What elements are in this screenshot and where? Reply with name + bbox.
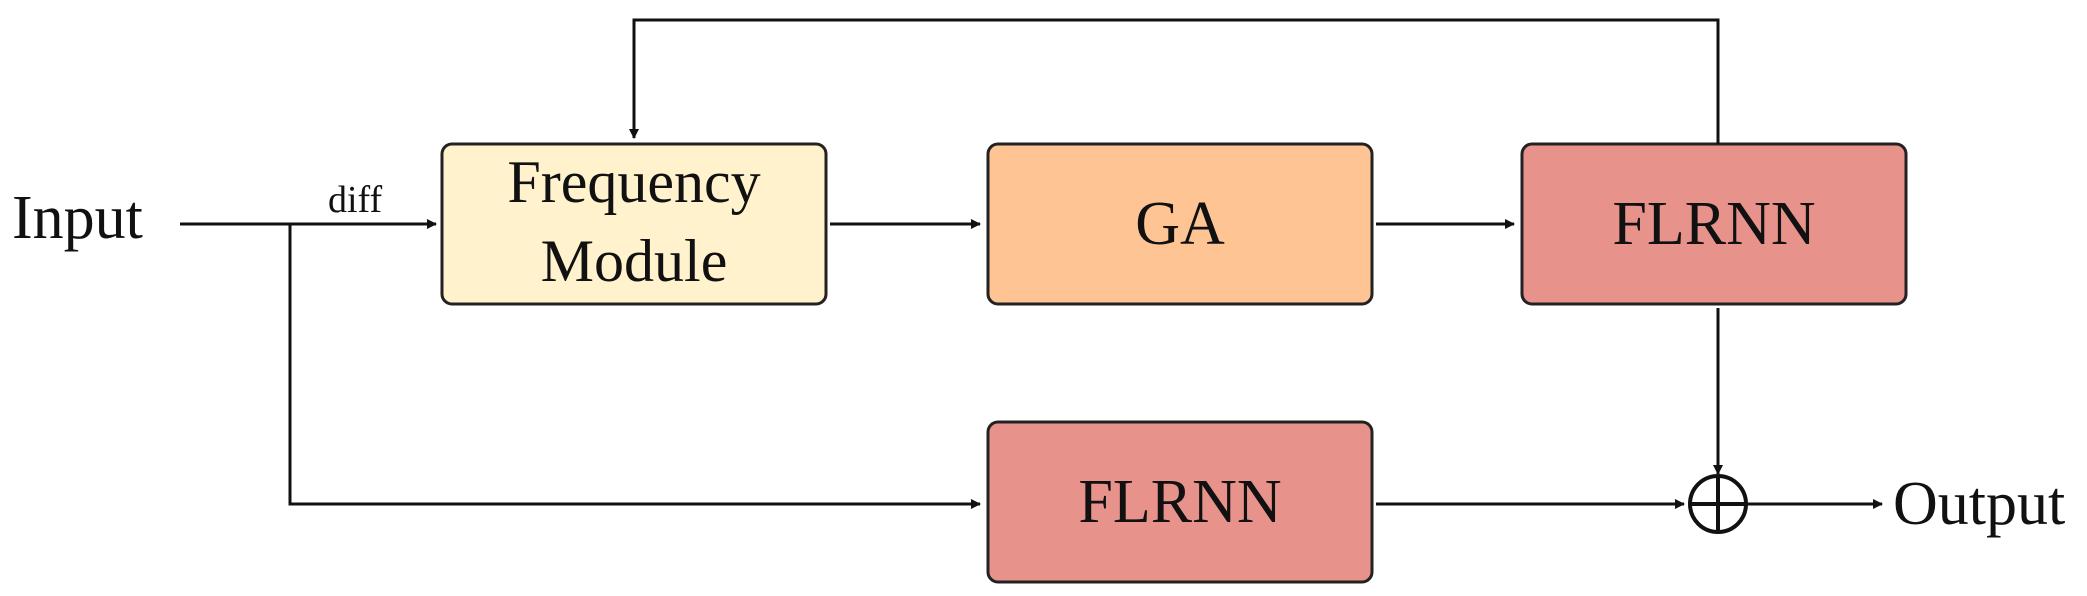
diff-label: diff xyxy=(328,179,383,221)
feedback-arrow-flrnn-to-frequency xyxy=(629,18,1720,144)
output-label: Output xyxy=(1893,470,2065,538)
frequency-module-box xyxy=(440,142,828,306)
frequency-module-label-line2: Module xyxy=(541,228,728,294)
input-label: Input xyxy=(12,184,143,252)
flrnn-top-label: FLRNN xyxy=(1612,190,1815,258)
sum-node-icon xyxy=(1688,474,1748,534)
flrnn-top-box xyxy=(1520,142,1908,306)
frequency-module-label-line1: Frequency xyxy=(507,149,760,215)
ga-box xyxy=(986,142,1374,306)
arrow-input-to-bottom-flrnn xyxy=(288,224,981,509)
flrnn-bottom-label: FLRNN xyxy=(1078,468,1281,536)
flrnn-bottom-box xyxy=(986,420,1374,584)
ga-label: GA xyxy=(1135,190,1225,258)
